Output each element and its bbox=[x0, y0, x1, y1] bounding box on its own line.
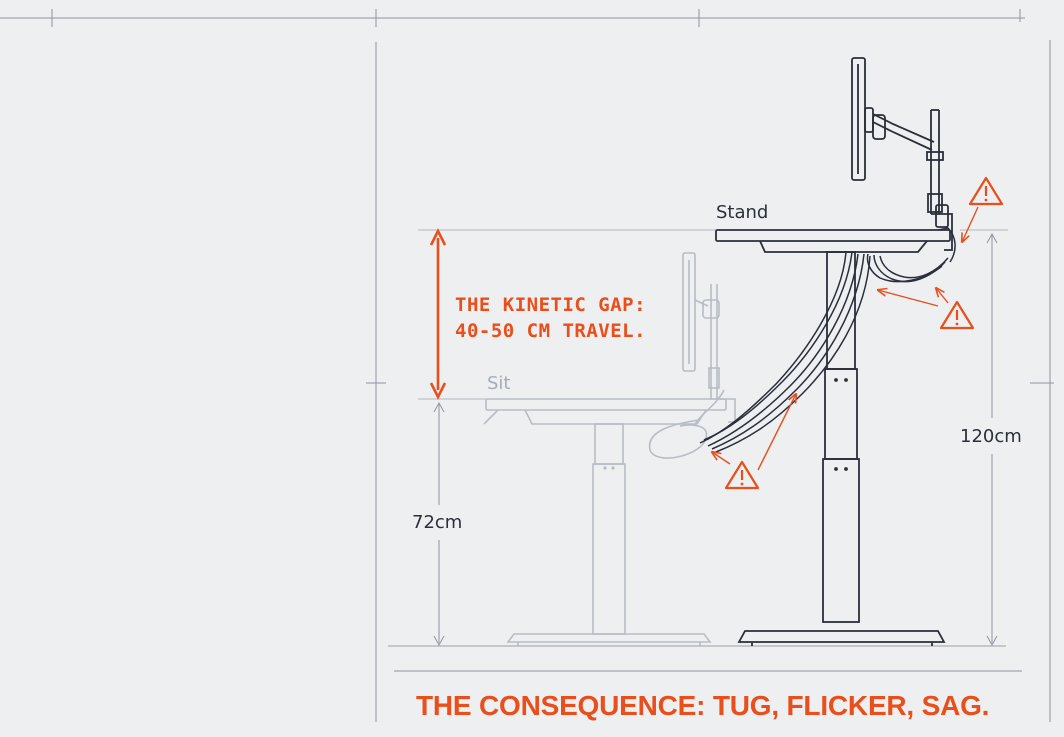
consequence-caption: THE CONSEQUENCE: TUG, FLICKER, SAG. bbox=[416, 690, 990, 721]
double-arrow-icon bbox=[429, 228, 447, 400]
warning-icon bbox=[939, 300, 975, 330]
cable-bundle bbox=[699, 227, 956, 453]
stand-height-dimension bbox=[986, 232, 998, 647]
monitor-icon bbox=[682, 252, 696, 372]
warning-icon bbox=[724, 460, 760, 490]
stand-desk bbox=[715, 229, 951, 646]
frame-guides bbox=[0, 9, 1054, 722]
kinetic-gap-callout: THE KINETIC GAP: 40-50 CM TRAVEL. bbox=[455, 292, 646, 344]
monitor-icon bbox=[851, 57, 953, 251]
kinetic-gap-line1: THE KINETIC GAP: bbox=[455, 294, 647, 316]
stand-label: Stand bbox=[716, 202, 769, 223]
warning-icon bbox=[968, 176, 1004, 206]
warning-pointers bbox=[712, 206, 979, 471]
stand-height-label: 120cm bbox=[960, 426, 1022, 447]
kinetic-gap-line2: 40-50 CM TRAVEL. bbox=[455, 320, 647, 342]
sit-desk-ghost bbox=[483, 252, 736, 646]
sit-height-label: 72cm bbox=[412, 512, 463, 533]
sit-height-dimension bbox=[433, 401, 445, 647]
sit-label: Sit bbox=[487, 373, 511, 394]
